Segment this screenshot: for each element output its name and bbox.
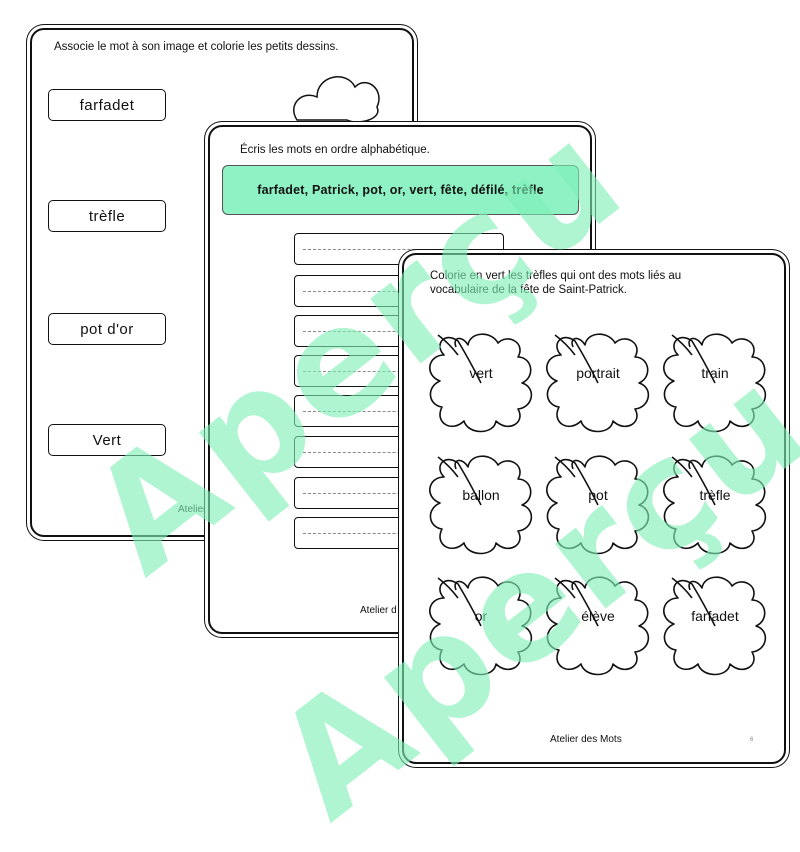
sheet3-instruction-line1: Colorie en vert les trèfles qui ont des … — [430, 270, 682, 282]
worksheet-color-clovers: Colorie en vert les trèfles qui ont des … — [402, 253, 786, 764]
clover-word: pot — [588, 487, 608, 503]
clover-word: vert — [469, 365, 493, 381]
clover-4: ballon — [422, 447, 540, 563]
word-box-farfadet: farfadet — [48, 89, 166, 121]
clover-8: élève — [539, 568, 657, 684]
clover-9: farfadet — [656, 568, 774, 684]
sheet2-instruction: Écris les mots en ordre alphabétique. — [240, 144, 430, 156]
word-box-vert: Vert — [48, 424, 166, 456]
sheet3-footer: Atelier des Mots — [550, 734, 622, 745]
sheet1-instruction: Associe le mot à son image et colorie le… — [54, 41, 339, 53]
word-bank-banner: farfadet, Patrick, pot, or, vert, fête, … — [222, 165, 579, 215]
clover-1: vert — [422, 325, 540, 441]
clover-7: or — [422, 568, 540, 684]
clover-3: train — [656, 325, 774, 441]
page-number: 6 — [750, 737, 754, 743]
clover-word: farfadet — [691, 608, 739, 624]
clover-word: trèfle — [699, 487, 731, 503]
clover-word: élève — [581, 608, 615, 624]
clover-6: trèfle — [656, 447, 774, 563]
clover-word: train — [701, 365, 729, 381]
word-box-pot-dor: pot d'or — [48, 313, 166, 345]
cloud-drawing — [293, 76, 380, 123]
word-box-trefle: trèfle — [48, 200, 166, 232]
clover-word: portrait — [576, 365, 620, 381]
clover-2: portrait — [539, 325, 657, 441]
clover-word: or — [474, 608, 488, 624]
clover-word: ballon — [462, 487, 500, 503]
sheet3-instruction-line2: vocabulaire de la fête de Saint-Patrick. — [430, 284, 627, 296]
clover-5: pot — [539, 447, 657, 563]
sheet2-footer: Atelier d — [360, 605, 397, 616]
sheet1-footer: Atelier — [178, 504, 207, 515]
